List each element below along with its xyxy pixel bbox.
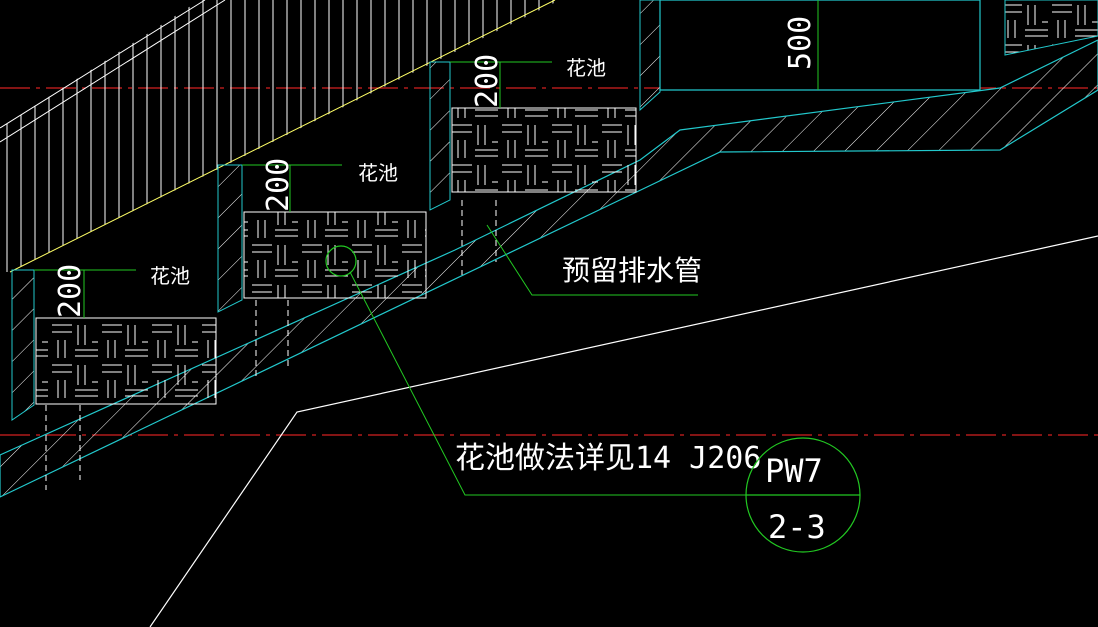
upper-right-planter (1004, 0, 1098, 56)
planter-3-label: 花池 (566, 56, 606, 80)
planter-3-soil-brick (451, 107, 637, 193)
detail-marker-circle (325, 245, 357, 277)
dim-500-text: 500 (783, 16, 818, 70)
ground-line (149, 235, 1098, 627)
railing-edge-1 (0, 0, 206, 129)
drain-leader (486, 224, 698, 296)
planter-1-soil-brick (35, 317, 217, 405)
upper-box (659, 0, 981, 91)
planter-3-wall (429, 61, 451, 211)
planter-2-label: 花池 (358, 161, 398, 185)
planter-1-wall (11, 269, 35, 421)
planter-2-soil-brick (243, 211, 427, 299)
reference-bottom: 2-3 (768, 508, 826, 546)
stair-railing (0, 0, 560, 272)
planter-2-dim: 200 (261, 158, 296, 212)
railing-edge-2 (0, 0, 226, 143)
upper-box-inner (639, 0, 661, 112)
planter-3-dim: 200 (470, 54, 505, 108)
planter-1-dim: 200 (53, 264, 88, 318)
planter-2-wall (217, 164, 243, 313)
planter-1-label: 花池 (150, 264, 190, 288)
reference-top: PW7 (765, 452, 823, 490)
note-label: 花池做法详见14 J206 (455, 441, 761, 476)
railing-edge-3 (9, 0, 556, 273)
drain-label: 预留排水管 (562, 254, 702, 287)
note-leader (349, 271, 860, 496)
